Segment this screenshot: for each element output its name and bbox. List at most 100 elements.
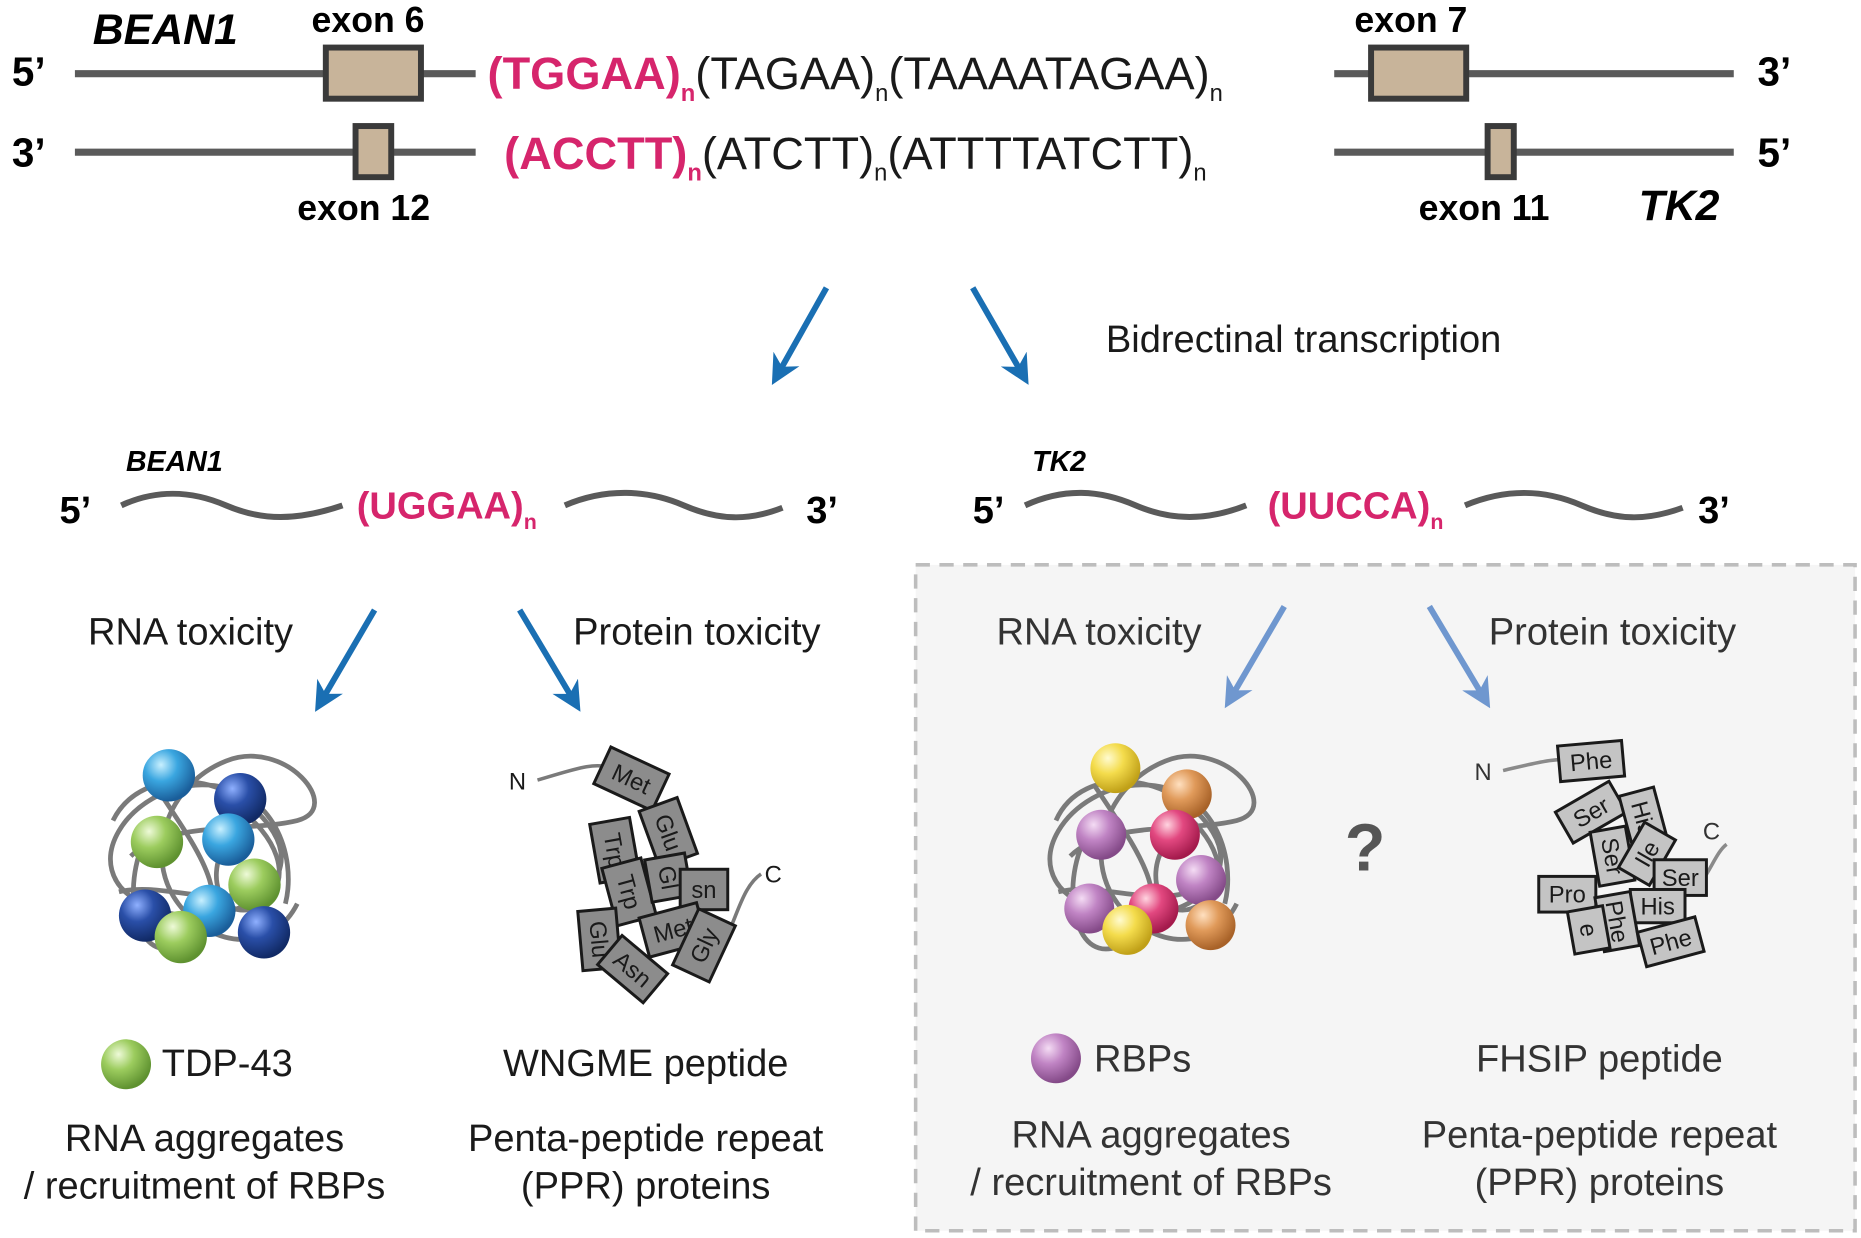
bean1-rna-toxicity-arrow xyxy=(315,608,378,712)
tk2-rna-caption-line1: RNA aggregates xyxy=(1011,1115,1290,1157)
transcription-label: Bidrectinal transcription xyxy=(1106,319,1501,361)
tk2-rna-toxicity-arrow xyxy=(1224,604,1287,709)
bean1-rna-wave-right xyxy=(563,489,784,521)
top-strand-3prime: 3’ xyxy=(1758,49,1792,95)
rbp-tk2-ball-3 xyxy=(1076,809,1127,860)
tk2-rna-wave-right xyxy=(1463,489,1684,521)
bottom-strand-3prime: 3’ xyxy=(12,129,46,175)
tdp43-bean1-ball-4 xyxy=(202,813,255,866)
wngme-peptide-label: WNGME peptide xyxy=(503,1043,788,1085)
tdp43-bean1-ball-2 xyxy=(214,772,267,826)
tk2-residue-1: Phe xyxy=(1555,738,1627,784)
rbp-tk2-ball-9 xyxy=(1185,900,1236,951)
tk2-rna-repeat-sub: n xyxy=(1430,510,1443,534)
exon-7-label: exon 7 xyxy=(1354,0,1467,40)
tk2-residue-label: e xyxy=(1573,921,1602,939)
bean1-peptide-c-terminus: C xyxy=(765,861,782,888)
tdp43-legend-label: TDP-43 xyxy=(162,1043,293,1085)
tdp43-bean1-ball-5 xyxy=(228,858,281,911)
top-repeat-tagaa-sub: n xyxy=(875,80,888,107)
tk2-rna-3prime: 3’ xyxy=(1698,490,1730,532)
bean1-rna-repeat-sub: n xyxy=(524,510,537,534)
dna-bottom-strand: 3’ exon 12 (ACCTT)n(ATCTT)n(ATTTTATCTT)n… xyxy=(12,123,1792,230)
exon-6-label: exon 6 xyxy=(312,0,425,40)
bottom-repeat-attttatctt: (ATTTTATCTT) xyxy=(887,128,1193,179)
bean1-rna-caption-line2: / recruitment of RBPs xyxy=(24,1166,386,1208)
tk2-residue-label: Ser xyxy=(1662,865,1699,892)
tdp43-bean1-ball-3 xyxy=(130,815,184,869)
tk2-rna-aggregate xyxy=(1047,743,1257,955)
bean1-peptide-n-terminus: N xyxy=(509,769,526,796)
bottom-repeat-atctt-sub: n xyxy=(874,160,887,187)
tdp43-bean1-ball-8 xyxy=(154,910,207,964)
top-repeat-sequence: (TGGAA)n(TAGAA)n(TAAAATAGAA)n xyxy=(488,48,1223,107)
tk2-peptide-c-terminus: C xyxy=(1703,819,1720,846)
tk2-residue-label: Pro xyxy=(1549,882,1586,909)
tk2-rna-repeat-uucca: (UUCCA) xyxy=(1268,485,1431,527)
bean1-residue-box xyxy=(670,906,738,984)
bean1-residue-label: Gl xyxy=(652,864,683,892)
tk2-residue-10: e xyxy=(1565,904,1612,956)
rbp-tk2-ball-1 xyxy=(1090,743,1141,794)
tk2-residue-8: His xyxy=(1628,887,1687,925)
tk2-protein-toxicity-arrow xyxy=(1426,604,1491,709)
bean1-protein-toxicity-arrow xyxy=(517,608,581,712)
tk2-rna-toxicity-label: RNA toxicity xyxy=(996,612,1201,654)
bean1-rna-repeat: (UGGAA)n xyxy=(357,485,537,534)
bottom-repeat-acctt: (ACCTT) xyxy=(504,128,687,179)
bean1-rna-5prime: 5’ xyxy=(59,490,91,532)
rbp-legend-ball xyxy=(1030,1033,1081,1084)
bean1-rna-repeat-uggaa: (UGGAA) xyxy=(357,485,524,527)
tk2-rna-5prime: 5’ xyxy=(973,490,1005,532)
tk2-residue-5: Ile xyxy=(1616,820,1678,888)
fhsip-peptide-label: FHSIP peptide xyxy=(1476,1038,1723,1080)
rbp-tk2-ball-6 xyxy=(1064,883,1115,934)
exon-11-box xyxy=(1484,123,1517,181)
gene-label-tk2: TK2 xyxy=(1639,182,1720,230)
bean1-protein-toxicity-label: Protein toxicity xyxy=(573,612,820,654)
tk2-residue-11: Phe xyxy=(1635,915,1706,969)
bottom-repeat-attttatctt-sub: n xyxy=(1193,160,1206,187)
bean1-rna-toxicity-label: RNA toxicity xyxy=(88,612,293,654)
top-strand-5prime: 5’ xyxy=(12,49,46,95)
tk2-residue-box xyxy=(1635,915,1706,969)
tk2-protein-toxicity-label: Protein toxicity xyxy=(1489,612,1736,654)
unknown-question-mark: ? xyxy=(1345,811,1386,885)
bottom-repeat-sequence: (ACCTT)n(ATCTT)n(ATTTTATCTT)n xyxy=(504,128,1206,187)
bean1-residue-box xyxy=(591,745,672,813)
bean1-rna-3prime: 3’ xyxy=(806,490,838,532)
transcript-gene-tk2: TK2 xyxy=(1032,446,1086,478)
exon-6-box xyxy=(322,44,424,102)
bean1-rna-caption-line1: RNA aggregates xyxy=(65,1118,344,1160)
exon-7-box xyxy=(1368,44,1470,102)
exon-11-label: exon 11 xyxy=(1419,188,1550,228)
bean1-rna-aggregate xyxy=(108,749,317,964)
top-repeat-taaaatagaa-sub: n xyxy=(1210,80,1223,107)
bean1-transcript: BEAN1 5’ (UGGAA)n 3’ xyxy=(59,446,838,534)
top-repeat-tggaa-sub: n xyxy=(681,80,696,107)
rbp-tk2-ball-5 xyxy=(1176,854,1227,905)
bottom-repeat-atctt: (ATCTT) xyxy=(702,128,874,179)
tdp43-legend-ball xyxy=(101,1039,152,1090)
rbp-legend-label: RBPs xyxy=(1094,1038,1191,1080)
tk2-residue-box xyxy=(1565,904,1612,956)
bean1-residue-10: Gly xyxy=(670,906,738,984)
bean1-rna-wave-left xyxy=(120,490,344,520)
gene-label-bean1: BEAN1 xyxy=(93,6,238,54)
bottom-repeat-acctt-sub: n xyxy=(687,160,702,187)
tk2-rna-wave-left xyxy=(1023,489,1248,520)
rbp-tk2-ball-4 xyxy=(1149,809,1200,860)
tk2-rna-caption-line2: / recruitment of RBPs xyxy=(970,1162,1332,1204)
exon-12-label: exon 12 xyxy=(297,188,430,228)
transcript-gene-bean1: BEAN1 xyxy=(126,446,223,478)
top-repeat-tagaa: (TAGAA) xyxy=(695,48,875,99)
tk2-residue-7: Pro xyxy=(1537,874,1598,914)
tk2-residue-box xyxy=(1537,874,1598,914)
bottom-strand-5prime: 5’ xyxy=(1758,129,1792,175)
